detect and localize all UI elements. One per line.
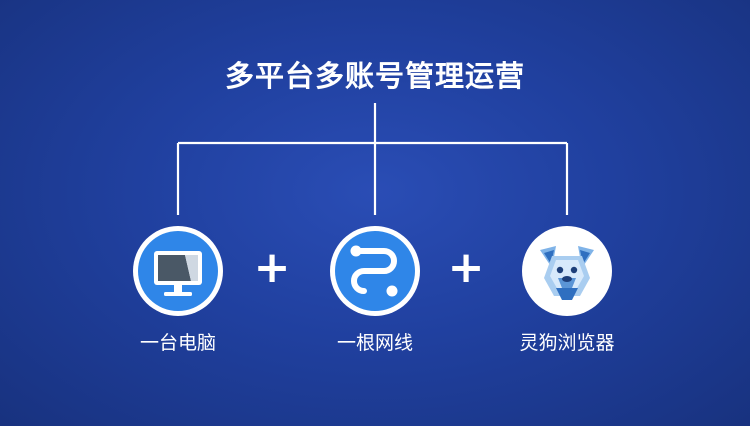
page-title: 多平台多账号管理运营 <box>224 59 525 93</box>
label-lingdog-browser: 灵狗浏览器 <box>519 332 615 354</box>
plus-sign: + <box>447 242 485 293</box>
label-computer: 一台电脑 <box>139 332 216 354</box>
lingdog-browser-node <box>522 226 612 316</box>
computer-node <box>133 226 223 316</box>
lingdog-logo-icon <box>522 226 612 316</box>
network-cable-node <box>330 226 420 316</box>
label-network-cable: 一根网线 <box>336 332 413 354</box>
network-cable-icon <box>330 226 420 316</box>
plus-sign: + <box>253 242 291 293</box>
monitor-icon <box>133 226 223 316</box>
